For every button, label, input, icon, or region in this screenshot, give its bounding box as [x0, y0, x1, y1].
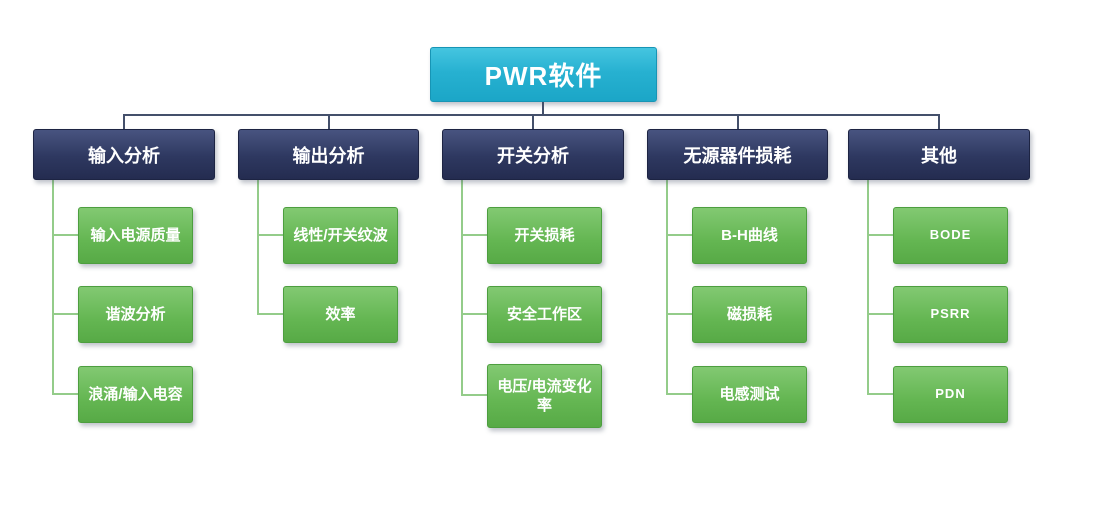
connector-line	[666, 313, 692, 315]
connector-line	[867, 180, 869, 395]
connector-line	[257, 180, 259, 315]
connector-line	[666, 234, 692, 236]
node-switching-analysis: 开关分析	[442, 129, 624, 180]
node-passive-component-loss: 无源器件损耗	[647, 129, 828, 180]
connector-line	[867, 393, 893, 395]
connector-line	[52, 180, 54, 395]
node-input-power-quality: 输入电源质量	[78, 207, 193, 264]
connector-line	[257, 313, 283, 315]
node-efficiency: 效率	[283, 286, 398, 343]
connector-line	[666, 180, 668, 395]
node-input-analysis: 输入分析	[33, 129, 215, 180]
connector-line	[52, 313, 78, 315]
node-voltage-current-slew-rate: 电压/电流变化率	[487, 364, 602, 428]
connector-root-drop	[542, 101, 544, 115]
connector-line	[461, 313, 487, 315]
connector-line	[52, 234, 78, 236]
node-magnetic-loss: 磁损耗	[692, 286, 807, 343]
connector-line	[461, 234, 487, 236]
connector-bus	[123, 114, 940, 116]
connector-line	[257, 234, 283, 236]
connector-line	[532, 114, 534, 129]
node-inductance-test: 电感测试	[692, 366, 807, 423]
connector-line	[737, 114, 739, 129]
connector-line	[666, 393, 692, 395]
node-bh-curve: B-H曲线	[692, 207, 807, 264]
connector-line	[123, 114, 125, 129]
node-pdn: PDN	[893, 366, 1008, 423]
connector-line	[328, 114, 330, 129]
node-bode: BODE	[893, 207, 1008, 264]
node-others: 其他	[848, 129, 1030, 180]
node-output-analysis: 输出分析	[238, 129, 419, 180]
node-surge-input-capacitance: 浪涌/输入电容	[78, 366, 193, 423]
connector-line	[938, 114, 940, 129]
node-switching-loss: 开关损耗	[487, 207, 602, 264]
node-linear-switching-ripple: 线性/开关纹波	[283, 207, 398, 264]
node-psrr: PSRR	[893, 286, 1008, 343]
node-harmonic-analysis: 谐波分析	[78, 286, 193, 343]
node-pwr-software: PWR软件	[430, 47, 657, 102]
connector-line	[461, 394, 487, 396]
connector-line	[867, 234, 893, 236]
connector-line	[52, 393, 78, 395]
connector-line	[867, 313, 893, 315]
node-safe-operating-area: 安全工作区	[487, 286, 602, 343]
connector-line	[461, 180, 463, 396]
